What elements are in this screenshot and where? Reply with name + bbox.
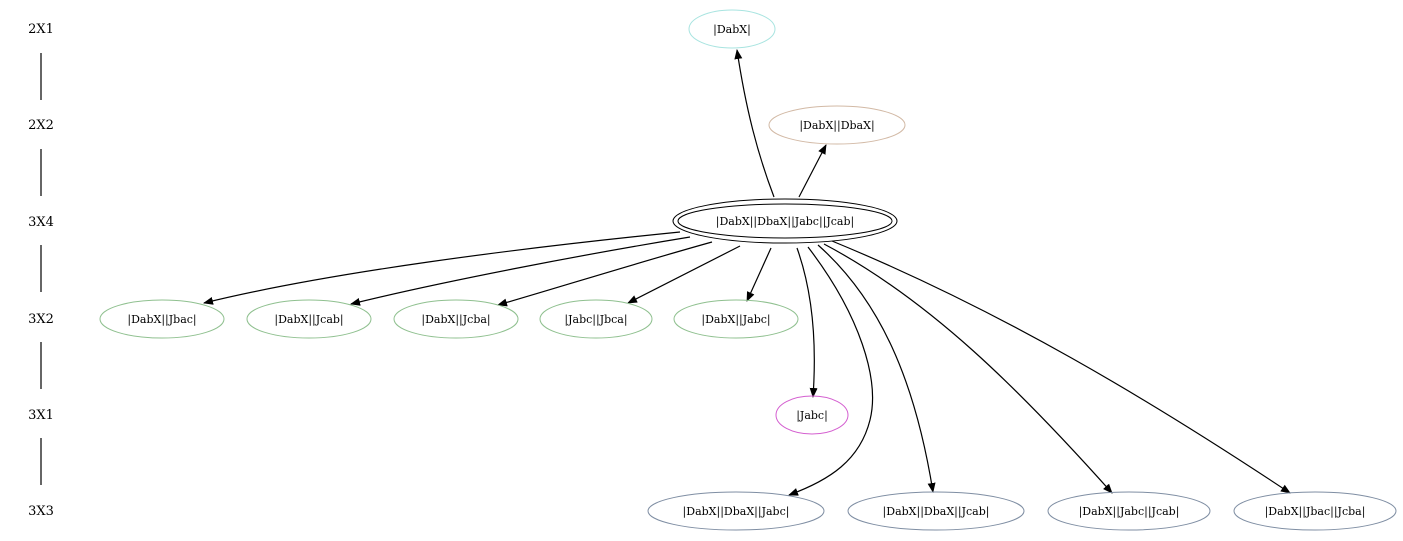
node-dabx-dbax-jcab[interactable]: |DabX||DbaX||Jcab| (847, 491, 1025, 531)
rank-label-3x2: 3X2 (28, 312, 54, 327)
node-label: |DabX||Jbac||Jcba| (1265, 505, 1366, 519)
edge-to-dabx-jbac (203, 231, 681, 305)
edge-to-dabx-jcba (497, 241, 713, 307)
node-label: |DabX||DbaX||Jcab| (883, 505, 990, 519)
edge-to-dabx-jabc-jcab (823, 243, 1113, 494)
edge-to-jabc (796, 247, 818, 398)
edge-to-dabx (734, 49, 775, 198)
node-outline (539, 299, 653, 339)
node-outline (775, 395, 849, 435)
edge-to-dabx-dbax (798, 144, 827, 198)
node-dabx-jcba[interactable]: |DabX||Jcba| (393, 299, 519, 339)
node-outline (246, 299, 372, 339)
node-label: |DabX||Jbac| (127, 313, 196, 327)
edge-to-dabx-jbac-jcba (831, 240, 1291, 494)
node-jabc[interactable]: |Jabc| (775, 395, 849, 435)
node-label: |DabX||Jcba| (421, 313, 490, 327)
node-outline (847, 491, 1025, 531)
node-outline (99, 299, 225, 339)
node-outline-outer (672, 198, 898, 244)
edge-to-dabx-dbax-jabc (788, 246, 874, 496)
node-label: |DabX||Jabc||Jcab| (1079, 505, 1180, 519)
node-dabx[interactable]: |DabX| (688, 9, 776, 49)
rank-label-2x1: 2X1 (28, 22, 54, 37)
node-dabx-jcab[interactable]: |DabX||Jcab| (246, 299, 372, 339)
node-label: |DabX||DbaX||Jabc| (683, 505, 790, 519)
node-center[interactable]: |DabX||DbaX||Jabc||Jcab| (672, 198, 898, 244)
rank-label-3x3: 3X3 (28, 504, 54, 519)
rank-label-3x4: 3X4 (28, 215, 54, 230)
edge-to-jabc-jbca (627, 245, 741, 304)
edges (203, 49, 1291, 496)
node-outline-inner (677, 203, 893, 239)
node-outline (688, 9, 776, 49)
node-outline (393, 299, 519, 339)
node-outline (647, 491, 825, 531)
node-label: |DabX||Jabc| (701, 313, 770, 327)
edge-to-dabx-jcab (350, 236, 691, 306)
node-dabx-jbac-jcba[interactable]: |DabX||Jbac||Jcba| (1233, 491, 1397, 531)
node-dabx-dbax-jabc[interactable]: |DabX||DbaX||Jabc| (647, 491, 825, 531)
node-dabx-jabc[interactable]: |DabX||Jabc| (673, 299, 799, 339)
node-outline (768, 105, 906, 145)
node-label: |Jabc||Jbca| (564, 313, 627, 327)
nodes: |DabX| |DabX||DbaX| |DabX||DbaX||Jabc||J… (99, 9, 1397, 531)
node-outline (1233, 491, 1397, 531)
rank-label-2x2: 2X2 (28, 118, 54, 133)
node-label: |DabX||Jcab| (274, 313, 343, 327)
edge-to-dabx-jabc (746, 247, 772, 302)
node-label: |Jabc| (796, 409, 828, 423)
node-dabx-jbac[interactable]: |DabX||Jbac| (99, 299, 225, 339)
node-dabx-jabc-jcab[interactable]: |DabX||Jabc||Jcab| (1047, 491, 1211, 531)
node-jabc-jbca[interactable]: |Jabc||Jbca| (539, 299, 653, 339)
node-dabx-dbax[interactable]: |DabX||DbaX| (768, 105, 906, 145)
node-label: |DabX||DbaX| (799, 119, 874, 133)
node-label: |DabX| (713, 23, 751, 37)
rank-axis: 2X1 2X2 3X4 3X2 3X1 3X3 (28, 22, 54, 519)
node-label: |DabX||DbaX||Jabc||Jcab| (716, 215, 855, 229)
rank-label-3x1: 3X1 (28, 408, 54, 423)
node-outline (1047, 491, 1211, 531)
node-outline (673, 299, 799, 339)
edge-to-dabx-dbax-jcab (817, 244, 936, 493)
